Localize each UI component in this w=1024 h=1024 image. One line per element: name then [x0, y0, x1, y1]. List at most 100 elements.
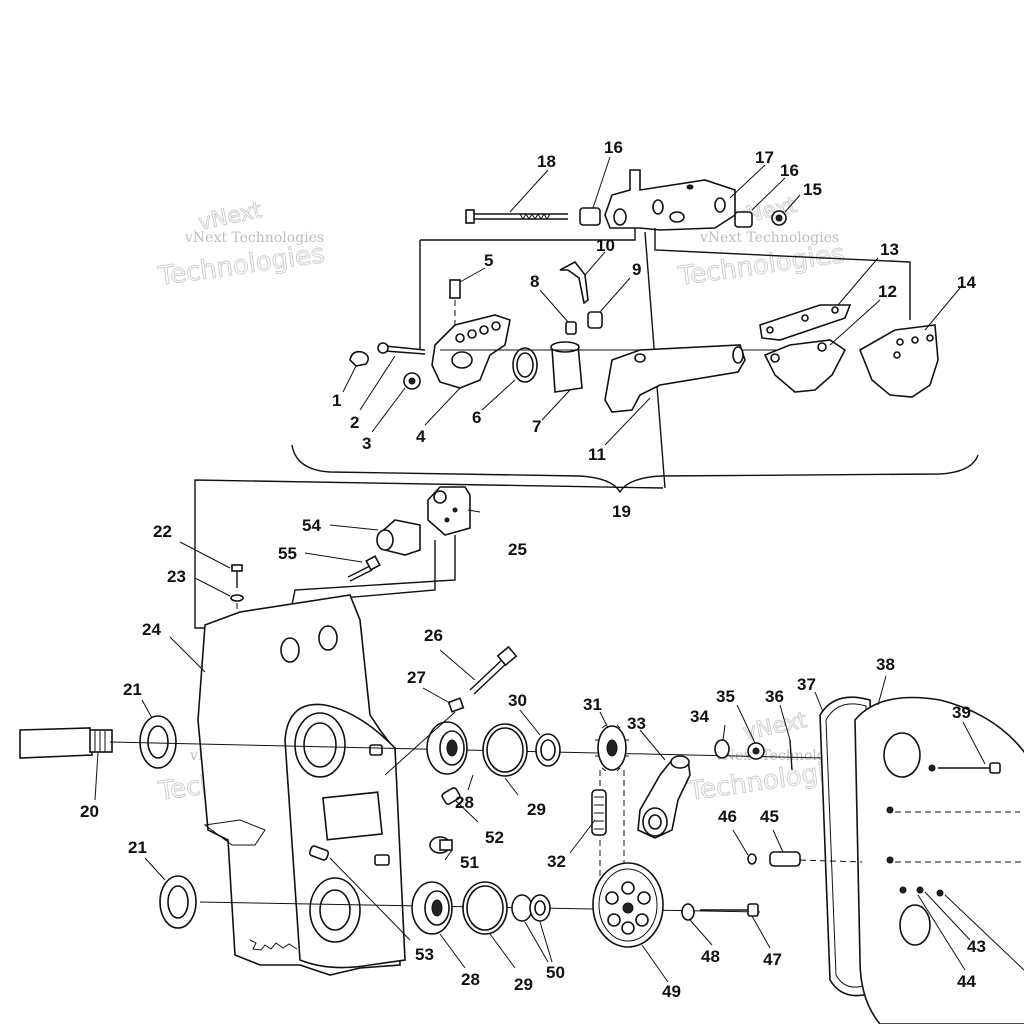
bolt-26 [469, 645, 518, 695]
part-label-46: 46 [718, 807, 737, 826]
clip-1 [349, 350, 370, 367]
part-label-18: 18 [537, 152, 556, 171]
pin-36 [789, 739, 793, 771]
fitting-5 [449, 279, 461, 335]
leader-lines [94, 156, 986, 983]
part-label-11: 11 [588, 445, 606, 464]
sleeve-54 [376, 519, 421, 556]
part-label-39: 39 [952, 703, 971, 722]
part-label-4: 4 [416, 427, 426, 446]
washer-48 [681, 903, 695, 921]
brace-19 [291, 444, 979, 494]
part-label-32: 32 [547, 852, 566, 871]
part-label-22: 22 [153, 522, 172, 541]
part-label-51: 51 [460, 853, 479, 872]
part-label-12: 12 [878, 282, 897, 301]
group-19-outline [420, 228, 911, 320]
nut-34 [714, 739, 730, 759]
nut-15 [771, 210, 787, 226]
bolt-47 [700, 903, 759, 917]
part-label-20: 20 [80, 802, 99, 821]
screw-39 [938, 762, 1001, 774]
part-label-29: 29 [527, 800, 546, 819]
watermark-brand: vNext [741, 708, 809, 746]
ring-29-bottom [462, 881, 508, 935]
tensioner-33 [637, 755, 691, 839]
middle-assembly [194, 479, 664, 629]
part-label-48: 48 [701, 947, 720, 966]
pin-51 [429, 836, 453, 854]
part-label-36: 36 [765, 687, 784, 706]
part-label-5: 5 [484, 251, 493, 270]
arm-12 [763, 339, 847, 393]
part-label-27: 27 [407, 668, 426, 687]
part-label-55: 55 [278, 544, 297, 563]
ring-29-top [482, 723, 528, 777]
part-label-14: 14 [957, 273, 976, 292]
bearing-28-bottom [411, 881, 453, 935]
part-label-45: 45 [760, 807, 779, 826]
casting-4 [431, 314, 511, 389]
part-label-54: 54 [302, 516, 321, 535]
pin-2 [377, 342, 426, 355]
part-label-15: 15 [803, 180, 822, 199]
part-label-6: 6 [472, 408, 481, 427]
part-label-24: 24 [142, 620, 161, 639]
screw-22 [231, 564, 243, 588]
ring-6 [512, 347, 538, 383]
washer-23 [230, 594, 244, 602]
part-label-44: 44 [957, 972, 976, 991]
part-label-7: 7 [532, 417, 541, 436]
upper-assembly [291, 169, 979, 494]
fitting-8 [565, 321, 577, 335]
pin-45 [769, 851, 801, 867]
nut-35 [747, 742, 765, 760]
part-label-23: 23 [167, 567, 186, 586]
part-label-43: 43 [967, 937, 986, 956]
cover-38 [854, 696, 1024, 1024]
part-label-3: 3 [362, 434, 371, 453]
bearing-28-top [426, 721, 468, 775]
nut-3 [403, 372, 421, 390]
chain-32 [591, 770, 625, 880]
part-label-37: 37 [797, 675, 816, 694]
part-label-29: 29 [514, 975, 533, 994]
part-label-1: 1 [332, 391, 341, 410]
watermark-line: vNext Technologies [184, 230, 324, 246]
part-label-21: 21 [128, 838, 147, 857]
part-label-53: 53 [415, 945, 434, 964]
part-label-33: 33 [627, 714, 646, 733]
part-label-10: 10 [596, 236, 615, 255]
part-label-8: 8 [530, 272, 539, 291]
watermark-line: vNext Technologies [699, 230, 839, 246]
seal-21-top [139, 715, 177, 769]
seal-21-bottom [159, 875, 197, 929]
watermark-large: Technologies [156, 239, 327, 292]
part-label-31: 31 [583, 695, 602, 714]
pin-55 [347, 555, 381, 582]
part-label-47: 47 [763, 950, 782, 969]
part-labels: 18 16 17 16 15 10 5 13 8 9 14 12 1 2 6 4… [80, 138, 986, 1001]
arm-11 [604, 344, 746, 413]
gear-49 [592, 862, 664, 948]
part-label-28: 28 [461, 970, 480, 989]
part-label-38: 38 [876, 655, 895, 674]
part-label-19: 19 [612, 502, 631, 521]
watermark-large: Technologies [676, 239, 847, 292]
rod-10 [559, 260, 589, 305]
lower-assembly [19, 594, 1024, 1024]
part-label-35: 35 [716, 687, 735, 706]
collar-30 [535, 733, 561, 767]
part-label-30: 30 [508, 691, 527, 710]
bushing-16-left [579, 207, 601, 226]
shaft-20 [19, 727, 113, 759]
nut-27 [447, 697, 465, 713]
part-label-17: 17 [755, 148, 774, 167]
part-label-52: 52 [485, 828, 504, 847]
part-label-50: 50 [546, 963, 565, 982]
plate-13 [759, 304, 852, 341]
part-label-9: 9 [632, 260, 641, 279]
sprocket-31 [595, 724, 629, 772]
part-label-25: 25 [508, 540, 527, 559]
